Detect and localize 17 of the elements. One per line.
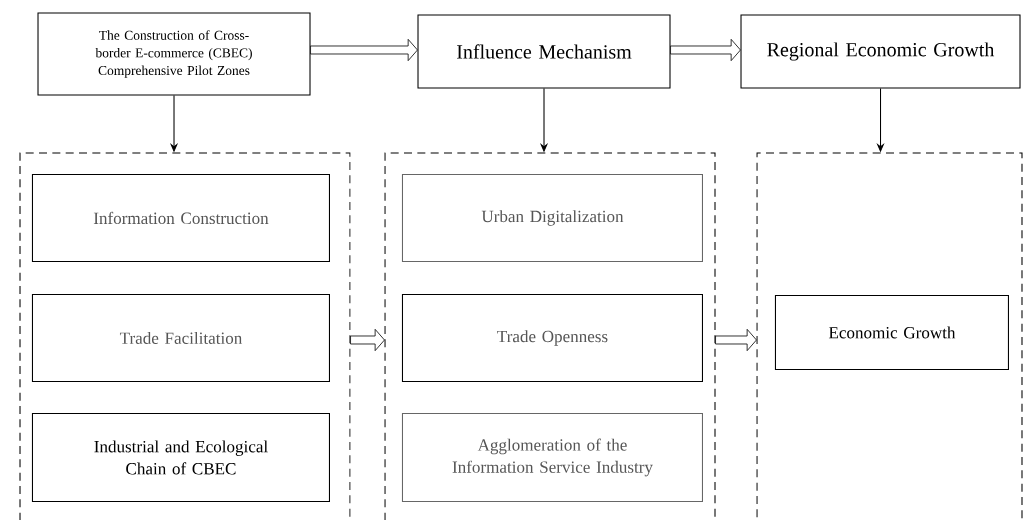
group-frame [384, 152, 716, 520]
block-arrow [310, 38, 418, 62]
factor-box: Information Construction [31, 173, 330, 262]
title-box: Influence Mechanism [417, 14, 671, 89]
factor-box: Urban Digitalization [401, 173, 703, 262]
group-frame [756, 152, 1023, 520]
block-arrow [350, 328, 385, 352]
block-arrow [670, 38, 741, 62]
factor-box: Agglomeration of the Information Service Industry [401, 412, 703, 502]
factor-box: Trade Facilitation [31, 293, 330, 382]
title-box: Regional Economic Growth [740, 14, 1021, 89]
group-frame [19, 152, 351, 520]
factor-box: Industrial and Ecological Chain of CBEC [31, 412, 330, 502]
factor-box: Economic Growth [774, 294, 1009, 370]
block-arrow [715, 328, 757, 352]
title-box: The Construction of Cross-border E-commerce (CBEC) Comprehensive Pilot Zones [37, 12, 311, 96]
factor-box: Trade Openness [401, 293, 703, 382]
